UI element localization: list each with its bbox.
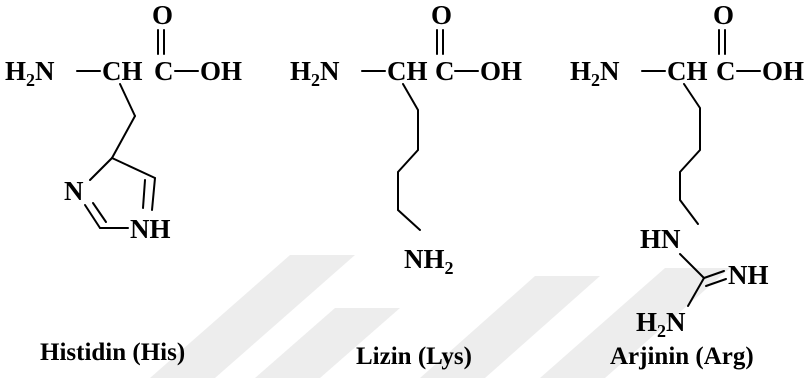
lys-carbonyl-oxygen: O <box>431 0 452 30</box>
his-carbonyl-oxygen: O <box>152 0 173 30</box>
his-hydroxyl: OH <box>200 56 242 86</box>
his-ce-nd-double <box>92 202 107 223</box>
his-ring-nitrogen: N <box>64 176 84 206</box>
arg-cz-nh-double-b <box>705 278 727 287</box>
arg-imine-nh: NH <box>728 260 769 290</box>
watermark-chevrons <box>150 255 730 378</box>
his-nd-cg-bond <box>89 157 113 181</box>
arg-cz-nh-double-a <box>703 270 725 279</box>
his-carboxyl-carbon: C <box>154 56 174 86</box>
his-alpha-carbon: CH <box>102 56 143 86</box>
lys-epsilon-amine: NH2 <box>404 244 454 278</box>
his-amino-group: H2N <box>5 56 55 90</box>
arg-delta-nh: HN <box>640 224 681 254</box>
caption-lysine: Lizin (Lys) <box>356 343 472 370</box>
arg-carbonyl-oxygen: O <box>713 0 734 30</box>
histidine-structure: H2N CH C O OH N NH <box>5 0 242 244</box>
arg-cz-nh2-bond <box>687 277 705 307</box>
arg-side-chain <box>679 83 701 225</box>
lysine-structure: H2N CH C O OH NH2 <box>290 0 522 278</box>
lys-alpha-carbon: CH <box>387 56 428 86</box>
arg-nh-cz-bond <box>679 253 705 279</box>
his-ca-cb-bond <box>119 83 136 117</box>
arg-alpha-carbon: CH <box>667 56 708 86</box>
his-cg-cd-bond <box>111 157 156 179</box>
lys-side-chain <box>397 83 421 231</box>
lys-hydroxyl: OH <box>480 56 522 86</box>
arg-terminal-amine: H2N <box>636 307 686 341</box>
arginine-structure: H2N CH C O OH HN NH H2N <box>570 0 804 341</box>
lys-carboxyl-carbon: C <box>435 56 455 86</box>
his-cb-cg-bond <box>111 115 136 159</box>
lys-amino-group: H2N <box>290 56 340 90</box>
his-cd-ne-bond <box>151 177 156 211</box>
arg-carboxyl-carbon: C <box>716 56 736 86</box>
arg-hydroxyl: OH <box>762 56 804 86</box>
his-ce-nd-bond <box>84 204 101 229</box>
his-ring-nh: NH <box>130 214 171 244</box>
arg-amino-group: H2N <box>570 56 620 90</box>
caption-histidine: Histidin (His) <box>40 339 185 366</box>
his-cd-ne-double <box>142 179 146 209</box>
caption-arginine: Arjinin (Arg) <box>610 343 754 370</box>
